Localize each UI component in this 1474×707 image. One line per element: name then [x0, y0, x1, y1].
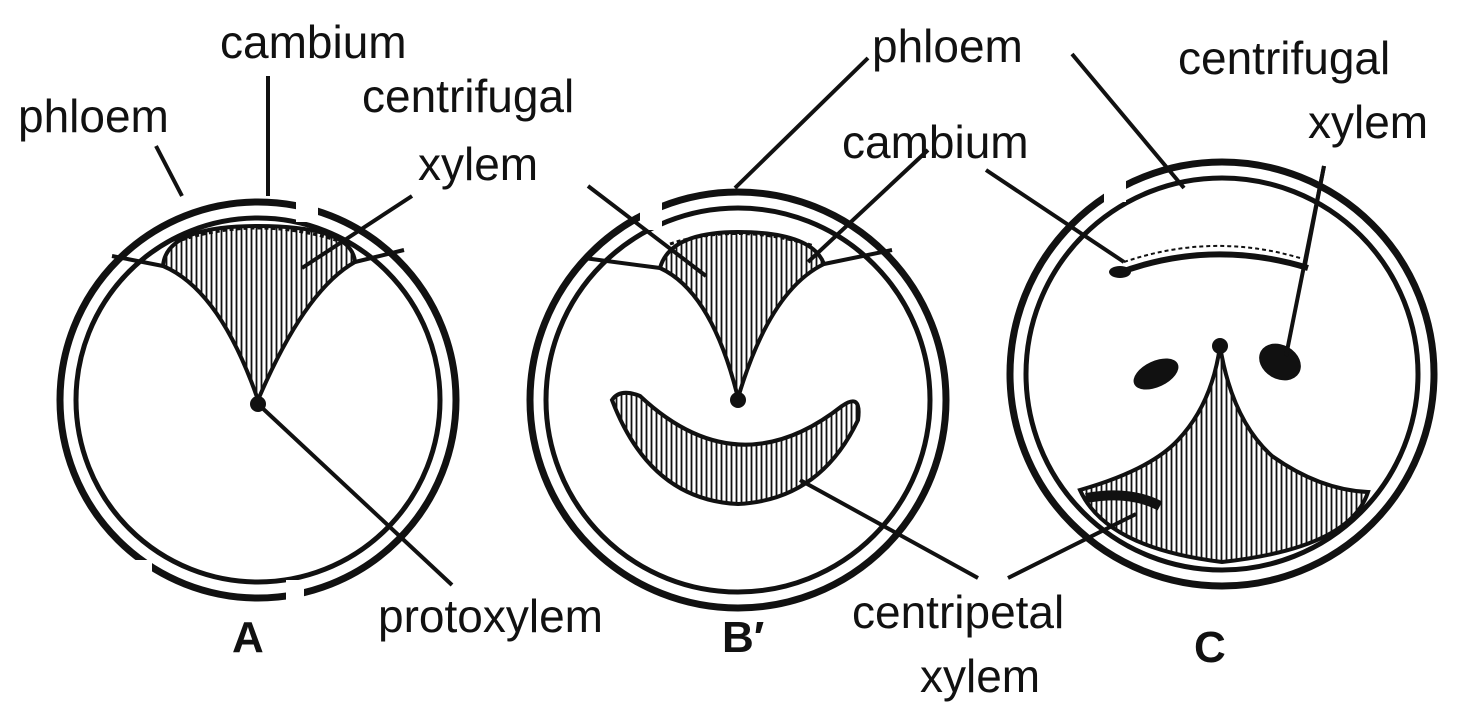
figure-letter-a: A — [232, 613, 264, 662]
label-centrifugal: centrifugal — [362, 70, 574, 122]
figure-letter-b: B′ — [722, 613, 764, 662]
centripetal-xylem-wedge — [1080, 346, 1368, 562]
label-centripetal: centripetal — [852, 586, 1064, 638]
label-centrifugal-xylem: xylem — [1308, 96, 1428, 148]
label-cambium: cambium — [220, 16, 407, 68]
leader-line — [156, 146, 182, 196]
sector-boundary — [584, 258, 660, 268]
protoxylem-dot — [730, 392, 746, 408]
label-protoxylem: protoxylem — [378, 590, 603, 642]
label-phloem: phloem — [18, 90, 169, 142]
cambium-arc — [1116, 254, 1308, 274]
centrifugal-xylem-wedge — [660, 232, 824, 398]
label-centripetal-xylem: xylem — [920, 650, 1040, 702]
label-phloem: phloem — [872, 20, 1023, 72]
centrifugal-xylem-patch — [1252, 336, 1307, 387]
figure-b: phloem cambium centripetal xylem B′ — [530, 20, 1064, 702]
label-cambium: cambium — [842, 116, 1029, 168]
figure-letter-c: C — [1194, 623, 1226, 672]
label-centrifugal-xylem: xylem — [418, 138, 538, 190]
leader-line — [258, 404, 452, 585]
centrifugal-xylem-patch — [1129, 352, 1183, 396]
label-centrifugal: centrifugal — [1178, 32, 1390, 84]
figure-a: cambium phloem centrifugal xylem protoxy… — [18, 16, 603, 662]
leader-line — [800, 480, 978, 578]
centripetal-xylem-crescent — [612, 393, 859, 504]
figure-c: centrifugal xylem C — [986, 32, 1434, 672]
leader-line — [1072, 54, 1184, 188]
